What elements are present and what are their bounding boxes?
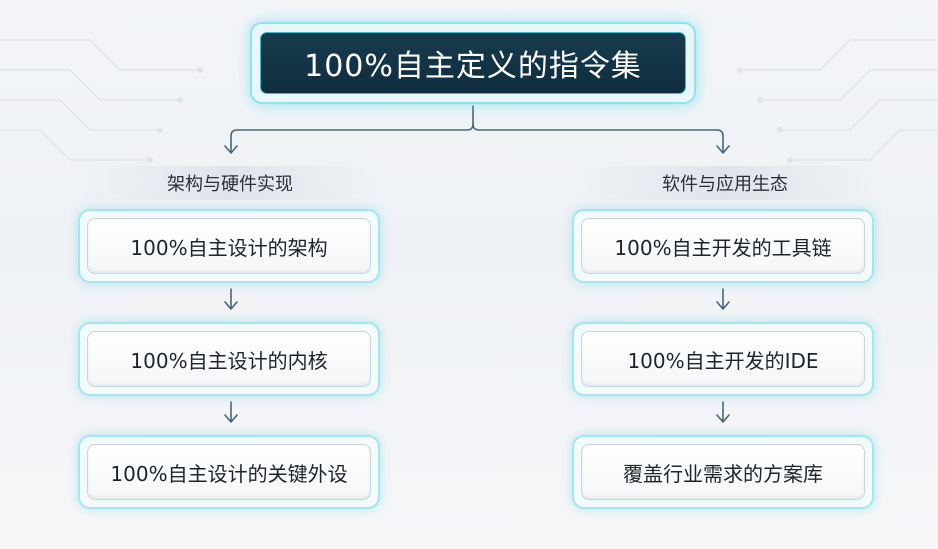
left-node-architecture: 100%自主设计的架构	[78, 209, 380, 283]
left-arrow-2	[224, 401, 238, 423]
title-node: 100%自主定义的指令集	[250, 22, 696, 104]
left-node-core: 100%自主设计的内核	[78, 322, 380, 396]
left-arrow-1	[224, 288, 238, 310]
left-branch-label: 架构与硬件实现	[80, 166, 380, 200]
right-node-solutions: 覆盖行业需求的方案库	[572, 435, 874, 509]
right-branch-label: 软件与应用生态	[575, 166, 875, 200]
node-label: 100%自主设计的架构	[87, 218, 371, 274]
title-text: 100%自主定义的指令集	[260, 32, 686, 94]
right-node-toolchain: 100%自主开发的工具链	[572, 209, 874, 283]
title-right-connector	[472, 123, 724, 153]
node-label: 覆盖行业需求的方案库	[581, 444, 865, 500]
node-label: 100%自主设计的关键外设	[87, 444, 371, 500]
right-arrow-1	[716, 288, 730, 310]
right-arrow-2	[716, 401, 730, 423]
node-label: 100%自主开发的工具链	[581, 218, 865, 274]
left-node-peripherals: 100%自主设计的关键外设	[78, 435, 380, 509]
left-branch-arrow	[224, 145, 238, 154]
right-branch-arrow	[716, 145, 730, 154]
title-stem-connector	[230, 105, 474, 153]
node-label: 100%自主开发的IDE	[581, 331, 865, 387]
right-node-ide: 100%自主开发的IDE	[572, 322, 874, 396]
node-label: 100%自主设计的内核	[87, 331, 371, 387]
